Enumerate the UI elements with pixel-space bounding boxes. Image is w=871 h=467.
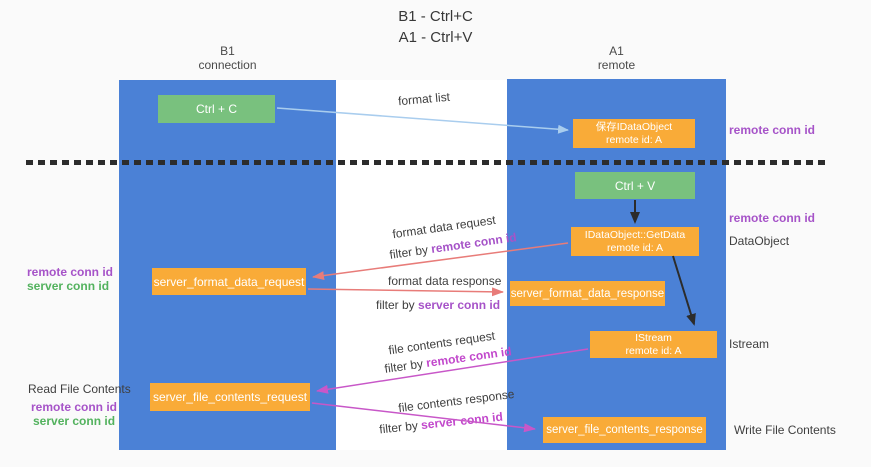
box-server-format-data-response: server_format_data_response	[510, 281, 665, 306]
label-format-remote-conn-id: remote conn id	[27, 265, 114, 279]
box-ctrl-v-label: Ctrl + V	[614, 178, 656, 193]
box-ctrl-c-label: Ctrl + C	[195, 102, 237, 116]
box-ctrl-c: Ctrl + C	[158, 95, 275, 123]
box-server-format-data-request-label: server_format_data_request	[153, 274, 305, 289]
box-server-format-data-response-label: server_format_data_response	[510, 287, 665, 300]
lane-left-title: B1	[220, 44, 235, 58]
box-idataobject-getdata: IDataObject::GetData remote id: A	[571, 227, 699, 256]
box-server-file-contents-request: server_file_contents_request	[150, 383, 310, 411]
label-remote-conn-id-top: remote conn id	[729, 123, 816, 137]
lane-header-left: B1 connection	[119, 44, 336, 72]
label-write-file-contents: Write File Contents	[734, 423, 836, 437]
box-server-file-contents-response-label: server_file_contents_response	[546, 424, 703, 436]
page-title-line2: A1 - Ctrl+V	[398, 29, 473, 46]
box-istream-line2: remote id: A	[625, 344, 682, 357]
label-format-server-conn-id: server conn id	[27, 279, 110, 293]
box-istream-line1: IStream	[635, 331, 672, 344]
lane-right-subtitle: remote	[597, 58, 636, 72]
label-read-file-contents: Read File Contents	[28, 382, 131, 396]
box-ctrl-v: Ctrl + V	[575, 172, 695, 199]
box-server-file-contents-response: server_file_contents_response	[543, 417, 706, 443]
label-file-server-conn-id: server conn id	[33, 414, 116, 428]
box-idataobject-getdata-line1: IDataObject::GetData	[584, 228, 686, 241]
label-istream: Istream	[729, 337, 770, 351]
page-title: B1 - Ctrl+C A1 - Ctrl+V	[0, 6, 871, 48]
box-idataobject-getdata-line2: remote id: A	[606, 241, 664, 254]
box-server-format-data-request: server_format_data_request	[152, 268, 306, 295]
lane-left-subtitle: connection	[198, 58, 257, 72]
arrow-filter-format-data-response: filter by server conn id	[376, 298, 500, 312]
divider-dashed-line	[26, 160, 830, 165]
label-remote-conn-id-mid: remote conn id	[729, 211, 816, 225]
box-store-idataobject: 保存IDataObject remote id: A	[573, 119, 695, 148]
box-istream: IStream remote id: A	[590, 331, 717, 358]
box-server-file-contents-request-label: server_file_contents_request	[152, 390, 308, 404]
lane-right-title: A1	[609, 44, 624, 58]
box-store-idataobject-line1: 保存IDataObject	[595, 120, 673, 133]
box-store-idataobject-line2: remote id: A	[605, 133, 663, 146]
label-file-remote-conn-id: remote conn id	[31, 400, 118, 414]
filter-prefix: filter by	[376, 298, 419, 312]
page-title-line1: B1 - Ctrl+C	[398, 8, 473, 25]
lane-header-right: A1 remote	[507, 44, 726, 72]
filter-key-server-conn-id: server conn id	[418, 298, 501, 312]
label-dataobject: DataObject	[729, 234, 790, 248]
arrow-label-format-data-response: format data response	[388, 274, 502, 288]
